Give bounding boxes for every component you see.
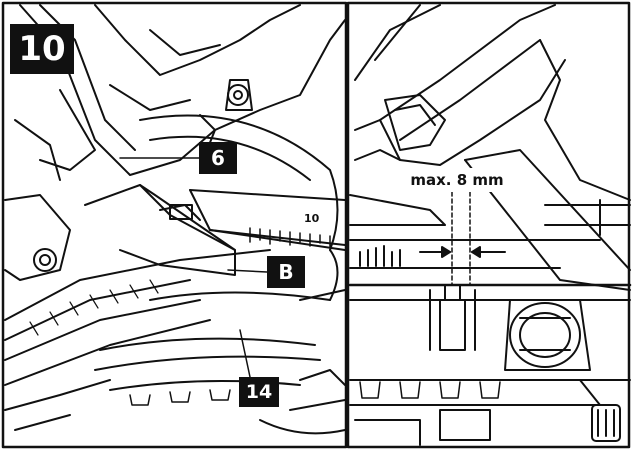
callout-label-6: 6 [199,142,237,174]
measurement-label: max. 8 mm [398,168,516,192]
callout-label-b: B [267,256,305,288]
right-panel [346,1,632,449]
callout-label-14: 14 [239,377,279,407]
step-number-badge: 10 [10,24,74,74]
scale-marking-label: 10 [304,212,320,225]
